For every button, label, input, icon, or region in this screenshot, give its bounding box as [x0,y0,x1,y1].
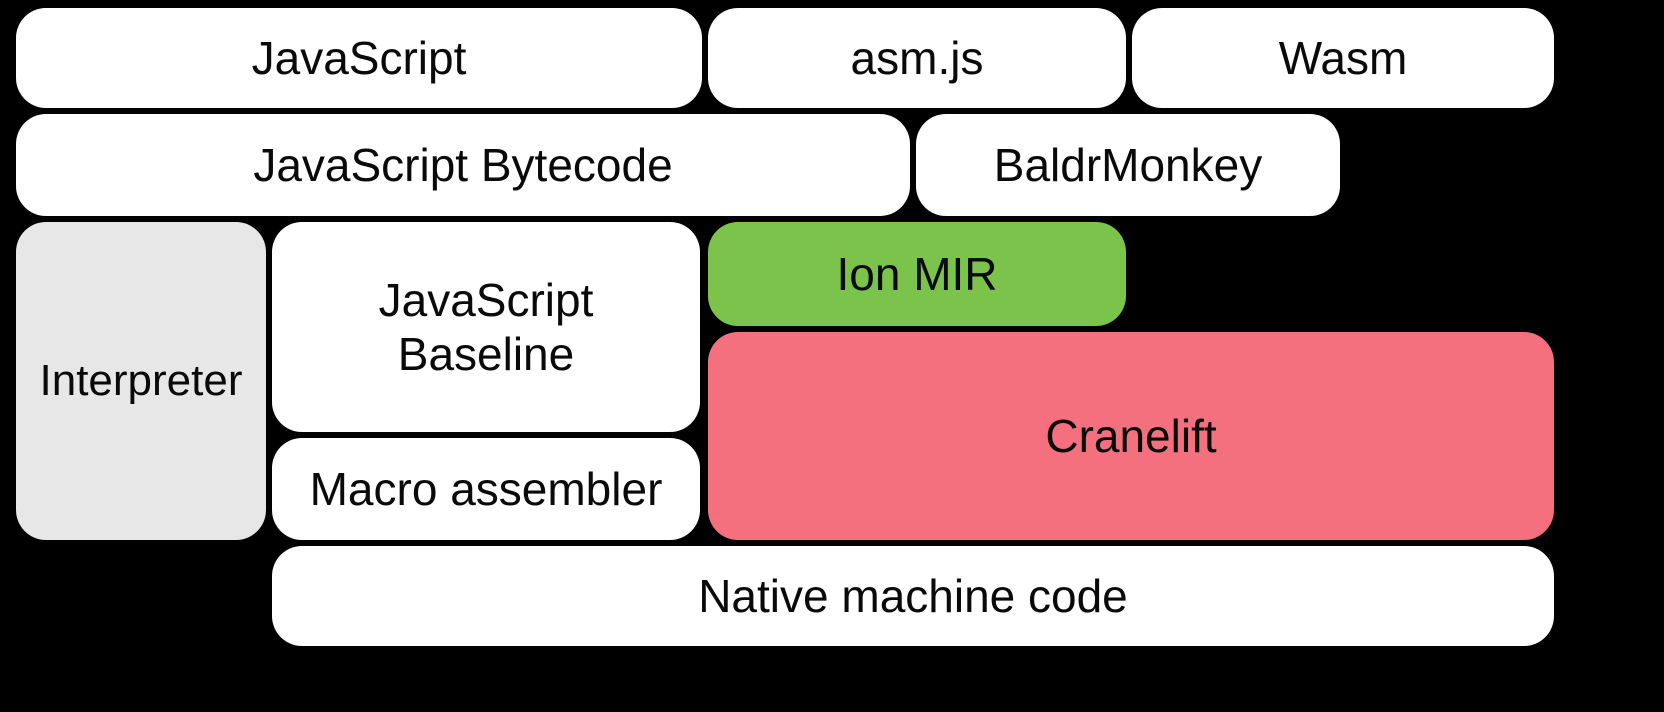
node-interpreter: Interpreter [16,222,266,540]
node-javascript-baseline: JavaScript Baseline [272,222,700,432]
node-interpreter-label: Interpreter [39,356,243,406]
node-wasm: Wasm [1132,8,1554,108]
node-javascript: JavaScript [16,8,702,108]
node-asmjs: asm.js [708,8,1126,108]
node-javascript-bytecode: JavaScript Bytecode [16,114,910,216]
node-native-machine-code: Native machine code [272,546,1554,646]
node-cranelift-label: Cranelift [1045,409,1217,462]
node-macro-assembler-label: Macro assembler [309,462,663,515]
node-macro-assembler: Macro assembler [272,438,700,540]
node-javascript-baseline-label: JavaScript Baseline [378,273,594,380]
node-javascript-label: JavaScript [251,31,467,84]
node-ion-mir: Ion MIR [708,222,1126,326]
node-cranelift: Cranelift [708,332,1554,540]
node-native-machine-code-label: Native machine code [698,569,1128,622]
node-javascript-bytecode-label: JavaScript Bytecode [253,138,673,191]
node-baldrmonkey: BaldrMonkey [916,114,1340,216]
node-asmjs-label: asm.js [850,31,984,84]
node-baldrmonkey-label: BaldrMonkey [993,138,1263,191]
node-ion-mir-label: Ion MIR [836,247,998,300]
node-wasm-label: Wasm [1278,31,1408,84]
